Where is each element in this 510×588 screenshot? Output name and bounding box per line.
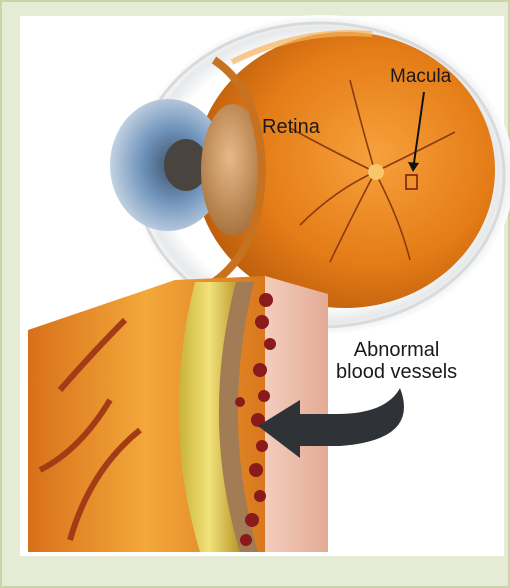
- retina-label: Retina: [262, 116, 320, 139]
- abnormal-blood-vessels-label: Abnormal blood vessels: [336, 339, 457, 383]
- optic-disc: [368, 164, 384, 180]
- abnormal-label-line2: blood vessels: [336, 361, 457, 383]
- abnormal-label-line1: Abnormal: [336, 339, 457, 361]
- macula-label: Macula: [390, 66, 451, 88]
